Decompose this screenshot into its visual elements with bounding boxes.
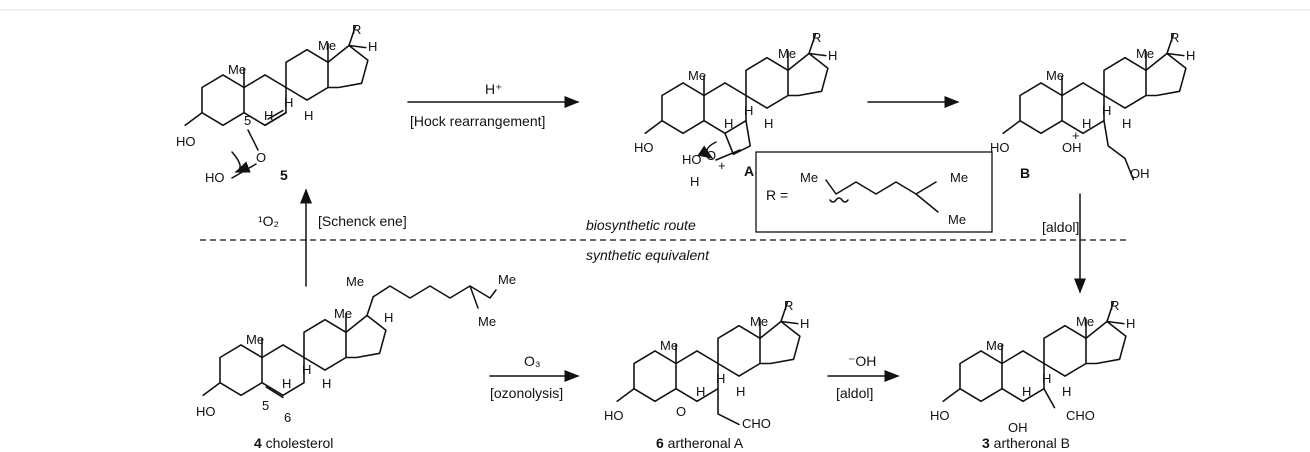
compound-5-number: 5: [280, 167, 288, 183]
c4-six: 6: [284, 410, 291, 425]
c4-ho: HO: [196, 404, 216, 419]
c3-oh: OH: [1008, 420, 1028, 435]
c6-me: Me: [660, 338, 678, 353]
label-hydroxide: ⁻OH: [848, 353, 876, 369]
intermediate-b: [1002, 33, 1187, 181]
c6-h2: H: [716, 371, 725, 386]
label-schenck: [Schenck ene]: [318, 213, 407, 229]
c6-ho: HO: [604, 408, 624, 423]
b-plus: +: [1072, 128, 1080, 143]
compound-5: [184, 25, 369, 127]
r-group-box: [755, 151, 993, 233]
compound-3-label: 3 artheronal B: [982, 435, 1070, 451]
c3-h2: H: [1042, 371, 1051, 386]
c5-ho2: HO: [205, 170, 225, 185]
b-oh2: OH: [1130, 166, 1150, 181]
c3-ho: HO: [930, 408, 950, 423]
c4-me-side2: Me: [498, 272, 516, 287]
label-1o2: ¹O₂: [258, 213, 279, 229]
a-me2: Me: [778, 46, 796, 61]
c3-h1: H: [1126, 316, 1135, 331]
b-h3: H: [1082, 116, 1091, 131]
compound-6-label: 6 artheronal A: [656, 435, 744, 451]
a-ho2: HO: [682, 152, 702, 167]
a-h1: H: [828, 48, 837, 63]
c4-me2: Me: [334, 306, 352, 321]
label-o3: O₃: [524, 353, 541, 369]
c4-h3: H: [282, 376, 291, 391]
c4-five: 5: [262, 398, 269, 413]
c6-h3: H: [696, 384, 705, 399]
label-ozonolysis: [ozonolysis]: [490, 385, 563, 401]
c3-h3: H: [1022, 384, 1031, 399]
b-h1: H: [1186, 48, 1195, 63]
r-eq: R =: [766, 187, 788, 203]
label-h-plus: H⁺: [485, 81, 503, 97]
a-h4: H: [764, 116, 773, 131]
c4-me-side: Me: [346, 274, 364, 289]
c5-h4: H: [304, 108, 313, 123]
c6-o: O: [676, 404, 686, 419]
c6-h4: H: [736, 384, 745, 399]
label-aldol-bottom: [aldol]: [836, 385, 873, 401]
b-h4: H: [1122, 116, 1131, 131]
c3-r: R: [1110, 298, 1119, 313]
a-h2: H: [744, 103, 753, 118]
c4-h1: H: [384, 310, 393, 325]
c5-five: 5: [244, 113, 251, 128]
r-me2: Me: [950, 170, 968, 185]
compound-6: [616, 301, 801, 426]
c3-me: Me: [986, 338, 1004, 353]
c3-h4: H: [1062, 384, 1071, 399]
r-me1: Me: [800, 170, 818, 185]
c6-cho: CHO: [742, 416, 771, 431]
c4-me-side3: Me: [478, 314, 496, 329]
r-me3: Me: [948, 212, 966, 227]
label-synthetic: synthetic equivalent: [586, 247, 710, 263]
c4-h2: H: [302, 362, 311, 377]
a-me: Me: [688, 68, 706, 83]
a-ho: HO: [634, 140, 654, 155]
a-r: R: [812, 30, 821, 45]
c5-h2: H: [284, 95, 293, 110]
c5-r: R: [352, 22, 361, 37]
intermediate-a: [644, 33, 829, 156]
c5-ho: HO: [176, 134, 196, 149]
compound-3: [942, 301, 1127, 409]
intermediate-b-label: B: [1020, 165, 1030, 181]
a-plus: +: [718, 158, 726, 173]
intermediate-a-label: A: [744, 163, 754, 179]
c3-me2: Me: [1076, 314, 1094, 329]
b-me2: Me: [1136, 46, 1154, 61]
b-r: R: [1170, 30, 1179, 45]
c5-me: Me: [228, 62, 246, 77]
c6-me2: Me: [750, 314, 768, 329]
c5-o: O: [256, 150, 266, 165]
compound-4-label: 4 cholesterol: [254, 435, 333, 451]
a-h5: H: [690, 174, 699, 189]
label-hock: [Hock rearrangement]: [410, 113, 545, 129]
c5-h3: H: [264, 108, 273, 123]
c5-h1: H: [368, 39, 377, 54]
c5-me2: Me: [318, 38, 336, 53]
c4-h4: H: [322, 376, 331, 391]
c6-r: R: [784, 298, 793, 313]
c3-cho: CHO: [1066, 408, 1095, 423]
a-h3: H: [724, 116, 733, 131]
b-ho: HO: [990, 140, 1010, 155]
b-oh: OH: [1062, 140, 1082, 155]
label-biosynthetic: biosynthetic route: [586, 217, 696, 233]
label-aldol-top: [aldol]: [1042, 219, 1079, 235]
c6-h1: H: [800, 316, 809, 331]
b-me: Me: [1046, 68, 1064, 83]
c4-me: Me: [246, 332, 264, 347]
compound-4: [202, 295, 387, 399]
b-h2: H: [1102, 103, 1111, 118]
